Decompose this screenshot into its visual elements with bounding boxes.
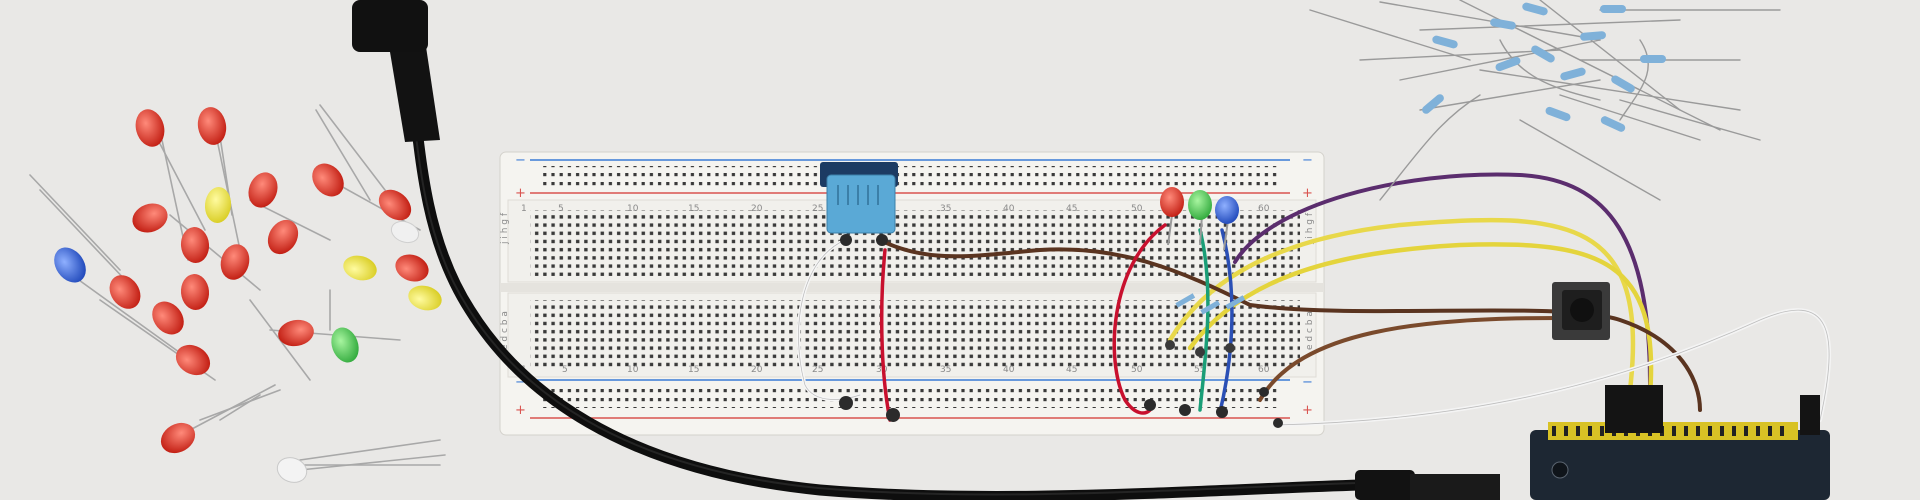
- wire-brown: [878, 238, 1702, 412]
- col-label: 5: [562, 365, 568, 375]
- col-label: 45: [1066, 204, 1077, 214]
- wire-purple: [1233, 172, 1652, 387]
- resistor: [1175, 293, 1196, 308]
- rail-minus: −: [1302, 375, 1313, 390]
- col-label: 15: [688, 204, 699, 214]
- led-red: [197, 107, 227, 145]
- resistor: [1200, 300, 1221, 315]
- led-red: [135, 109, 165, 147]
- row-letters-top-right: j i h g f: [1305, 212, 1315, 245]
- column-numbers: 1 5 10 15 20 25 30 35 40 45 50 55 60 1 5…: [521, 204, 1270, 375]
- row-letters: j i h g f e d c b a j i h g f e d c b a: [500, 212, 1315, 350]
- wire-blue: [1218, 228, 1234, 414]
- resistor: [1225, 295, 1246, 310]
- led-red: [267, 219, 299, 255]
- col-label: 15: [688, 365, 699, 375]
- row-letters-top: j i h g f: [500, 212, 510, 245]
- row-letters-bottom-right: e d c b a: [1305, 311, 1315, 350]
- col-label: 40: [1003, 365, 1015, 375]
- led-rgb-clear: [276, 457, 308, 483]
- wire-red: [1112, 223, 1167, 415]
- led-red: [109, 275, 141, 309]
- resistor-pile: [1309, 0, 1781, 201]
- rail-plus: +: [1302, 403, 1313, 418]
- usb-plug: [352, 0, 428, 52]
- led-red: [1160, 187, 1184, 217]
- led-yellow: [343, 255, 377, 281]
- board-components: [839, 293, 1283, 428]
- resistor-bodies: [1422, 2, 1666, 132]
- led-red: [312, 163, 344, 197]
- led-blue: [54, 247, 86, 283]
- pin-connector: [1605, 385, 1663, 433]
- col-label: 20: [751, 204, 763, 214]
- wire-brown: [1258, 316, 1562, 402]
- led-red: [220, 244, 250, 280]
- board-leds: [1160, 187, 1239, 251]
- led-red: [132, 203, 168, 233]
- col-label: 25: [812, 365, 823, 375]
- microcontroller-board: [1530, 385, 1830, 500]
- led-red: [180, 274, 210, 310]
- dht-sensor: [820, 162, 898, 246]
- col-label: 50: [1131, 204, 1143, 214]
- rail-plus: +: [515, 403, 526, 418]
- led-red: [180, 227, 210, 263]
- col-label: 10: [627, 365, 639, 375]
- led-red: [160, 422, 196, 454]
- led-red: [152, 301, 184, 335]
- col-label: 50: [1131, 365, 1143, 375]
- row-letters-bottom: e d c b a: [500, 311, 510, 350]
- led-clear: [390, 220, 420, 244]
- led-green: [331, 327, 359, 363]
- rail-minus: −: [515, 153, 526, 168]
- col-label: 35: [940, 365, 951, 375]
- led-blue: [1215, 196, 1239, 224]
- col-label: 1: [521, 204, 527, 214]
- loose-leds: [29, 104, 446, 483]
- led-yellow: [204, 187, 232, 223]
- rail-minus: −: [1302, 153, 1313, 168]
- push-button: [1552, 282, 1610, 340]
- wire-green: [1198, 228, 1210, 412]
- rail-plus: +: [1302, 186, 1313, 201]
- col-label: 20: [751, 365, 763, 375]
- led-red: [175, 344, 211, 376]
- col-label: 60: [1258, 204, 1270, 214]
- wire-red: [879, 248, 892, 422]
- breadboard: [499, 151, 1325, 436]
- led-green: [1188, 190, 1212, 220]
- col-label: 5: [558, 204, 564, 214]
- col-label: 60: [1258, 365, 1270, 375]
- wire-white-edge: [1274, 309, 1830, 426]
- led-yellow: [408, 285, 442, 311]
- led-red: [248, 172, 278, 208]
- led-red: [278, 319, 314, 347]
- col-label: 55: [1194, 365, 1205, 375]
- col-label: 35: [940, 204, 951, 214]
- col-label: 25: [812, 204, 823, 214]
- usb-connector: [1355, 470, 1415, 500]
- rail-markers: + + − − − − + +: [515, 153, 1313, 418]
- jumper-wires: [796, 172, 1832, 427]
- rail-plus: +: [515, 186, 526, 201]
- col-label: 40: [1003, 204, 1015, 214]
- led-red: [378, 189, 412, 221]
- usb-cable: [352, 0, 1500, 500]
- rail-minus: −: [515, 375, 526, 390]
- col-label: 10: [627, 204, 639, 214]
- wire-yellow: [1187, 242, 1654, 398]
- col-label: 45: [1066, 365, 1077, 375]
- led-red: [395, 254, 429, 282]
